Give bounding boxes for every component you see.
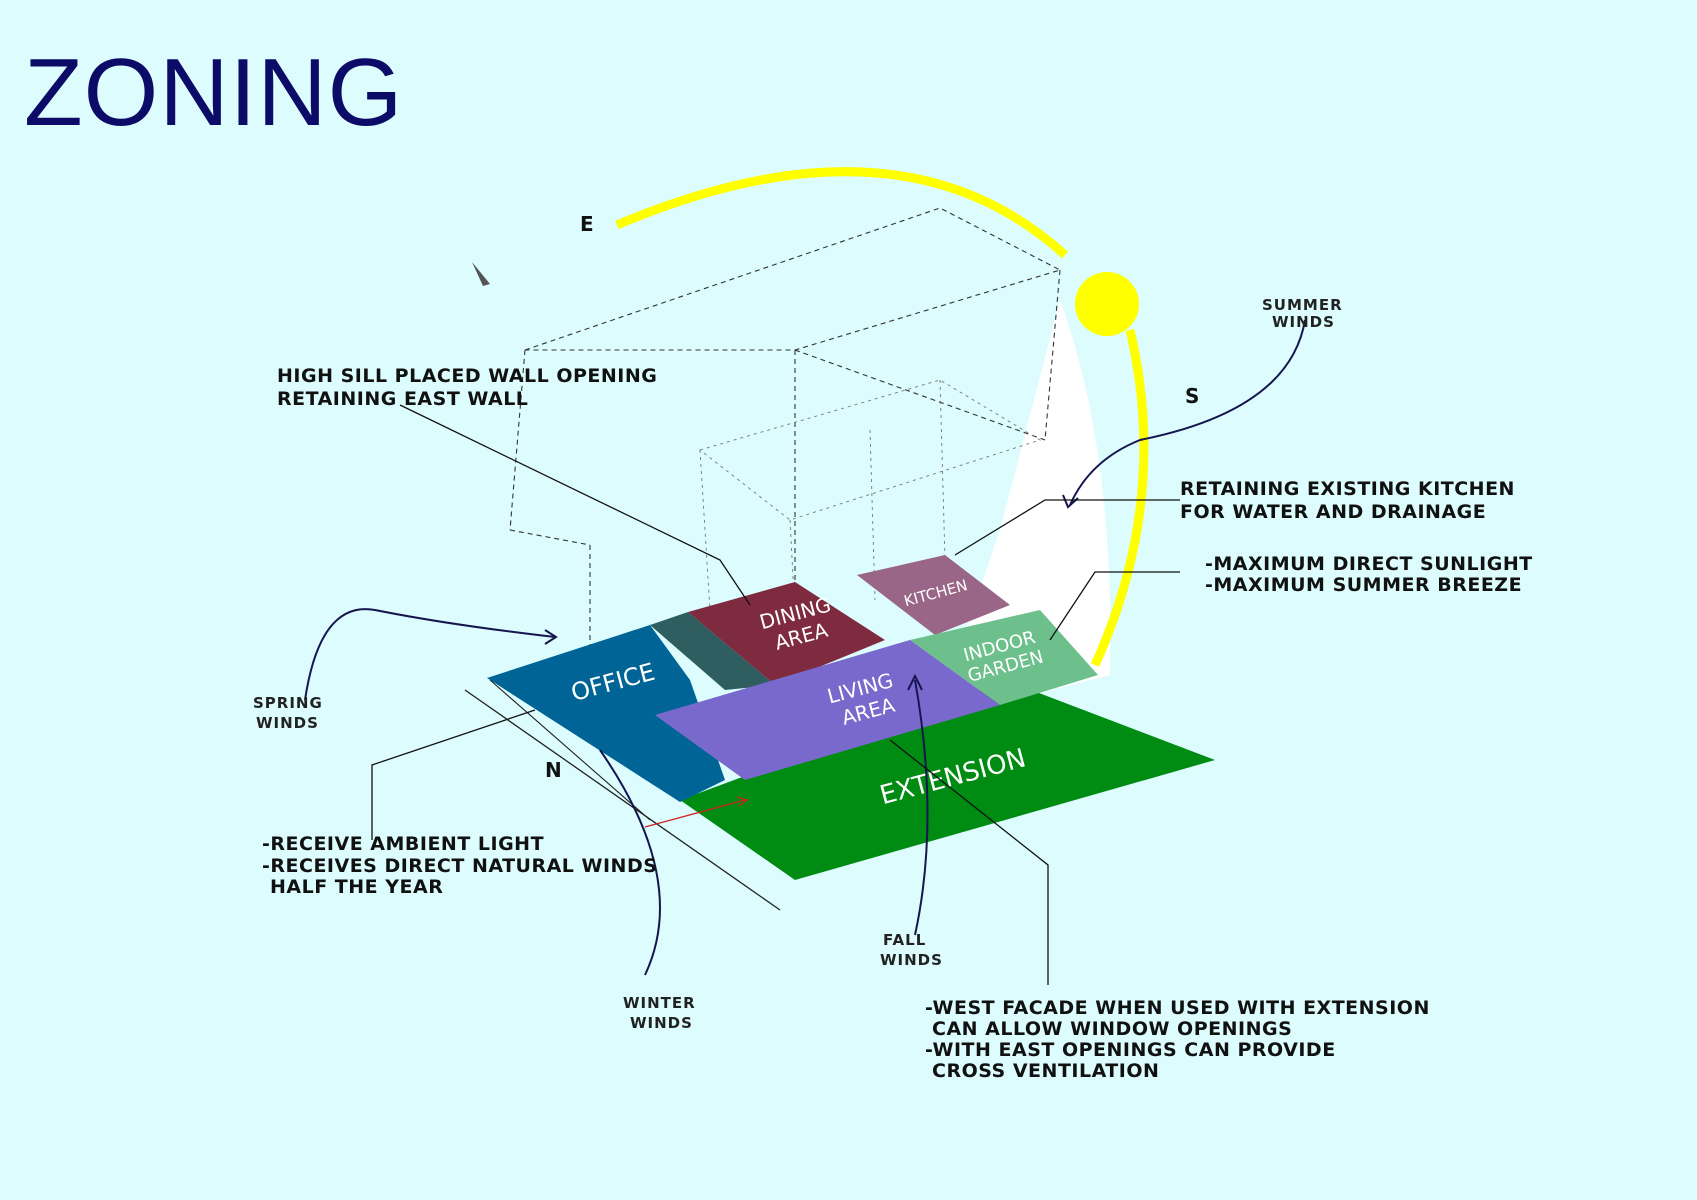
sun-icon: [1075, 272, 1139, 336]
note-office-1: -RECEIVE AMBIENT LIGHT: [262, 833, 544, 855]
note-garden-2: -MAXIMUM SUMMER BREEZE: [1205, 574, 1522, 596]
compass-north: N: [545, 758, 562, 782]
compass-east: E: [580, 212, 594, 236]
zone-plates: [487, 555, 1215, 880]
zone-extension: [680, 680, 1215, 880]
zone-corridor: [650, 612, 775, 690]
zone-living: [655, 640, 1000, 780]
zone-office: [487, 625, 725, 802]
north-arrow-icon: [472, 262, 490, 286]
wind-label-spring-1: SPRING: [253, 694, 323, 712]
wind-label-summer-2: WINDS: [1272, 313, 1335, 331]
note-west-3: -WITH EAST OPENINGS CAN PROVIDE: [925, 1039, 1336, 1061]
wind-label-winter-1: WINTER: [623, 994, 696, 1012]
zone-indoor-garden: [910, 610, 1098, 705]
compass-south: S: [1185, 384, 1199, 408]
page-title: ZONING: [24, 39, 403, 146]
wind-label-fall-2: WINDS: [880, 951, 943, 969]
site-lines: [464, 679, 781, 911]
note-west-1: -WEST FACADE WHEN USED WITH EXTENSION: [925, 997, 1430, 1019]
note-west-4: CROSS VENTILATION: [932, 1060, 1159, 1082]
existing-volume-wireframe: [509, 207, 1062, 660]
note-high-sill-1: HIGH SILL PLACED WALL OPENING: [277, 365, 657, 387]
note-west-2: CAN ALLOW WINDOW OPENINGS: [932, 1018, 1292, 1040]
annotation-leaders: [371, 404, 1180, 985]
wind-arrows: [304, 319, 1306, 976]
note-high-sill-2: RETAINING EAST WALL: [277, 388, 528, 410]
note-kitchen-2: FOR WATER AND DRAINAGE: [1180, 501, 1486, 523]
wind-label-summer-1: SUMMER: [1262, 296, 1343, 314]
wind-label-fall-1: FALL: [883, 931, 926, 949]
zone-kitchen: [857, 555, 1010, 635]
note-office-2: -RECEIVES DIRECT NATURAL WINDS: [262, 855, 657, 877]
wind-label-winter-2: WINDS: [630, 1014, 693, 1032]
note-kitchen-1: RETAINING EXISTING KITCHEN: [1180, 478, 1515, 500]
note-garden-1: -MAXIMUM DIRECT SUNLIGHT: [1205, 553, 1533, 575]
sun-path: [615, 167, 1149, 667]
note-office-3: HALF THE YEAR: [270, 876, 443, 898]
wind-label-spring-2: WINDS: [256, 714, 319, 732]
zone-dining: [688, 582, 885, 685]
red-wind-arrow: [644, 796, 749, 828]
